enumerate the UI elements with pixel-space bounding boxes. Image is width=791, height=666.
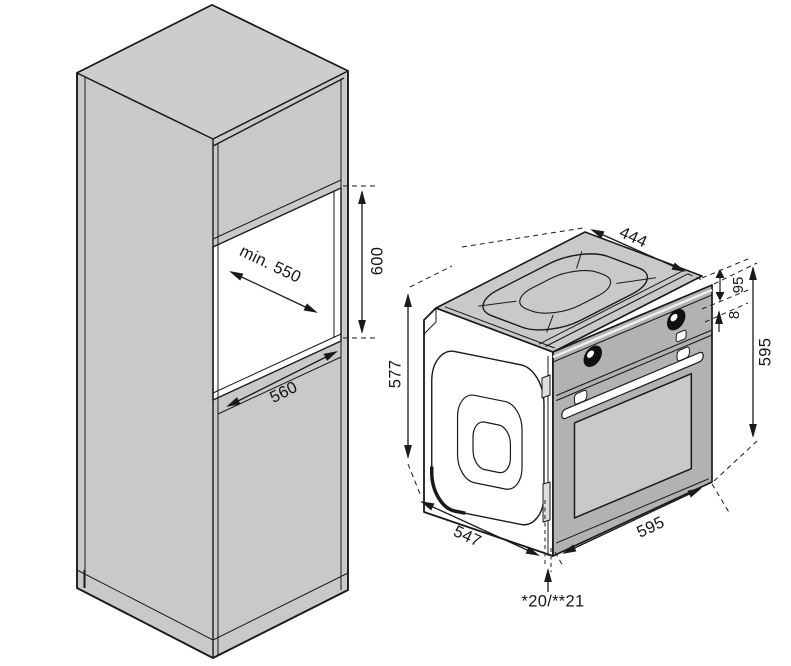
oven-door-handle[interactable]	[562, 351, 704, 420]
cabinet-drawing: min. 550 600 560	[76, 4, 386, 659]
oven-side-notch	[423, 308, 437, 335]
total-height-label: 595	[756, 338, 774, 366]
fascia-details	[556, 295, 712, 543]
oven-drawing: 444 577 547 *20/**21 595	[386, 223, 774, 610]
fascia-top-highlight	[552, 288, 713, 359]
cabinet-detail-lines	[76, 77, 349, 655]
door-protrusion-label: *20/**21	[522, 592, 585, 610]
dim-niche-height: 600	[343, 185, 386, 339]
cabinet-edges	[212, 77, 345, 658]
cabinet-top-face	[76, 4, 349, 140]
oven-display-button[interactable]	[676, 330, 686, 343]
dim-door-protrusion: *20/**21	[522, 500, 585, 610]
oven-knob-left[interactable]	[583, 342, 602, 370]
niche-height-label: 600	[368, 247, 386, 275]
fascia-top-line	[552, 294, 713, 363]
oven-knob-right[interactable]	[667, 306, 686, 334]
dim-panel-height: 95 8	[701, 258, 749, 332]
dim-body-height: 577	[386, 265, 453, 495]
dim-total-height: 595	[713, 262, 774, 482]
body-height-label: 577	[386, 360, 404, 388]
panel-gap-label: 8	[726, 311, 743, 319]
oven-front-frame	[541, 356, 551, 556]
panel-height-label: 95	[730, 277, 747, 294]
